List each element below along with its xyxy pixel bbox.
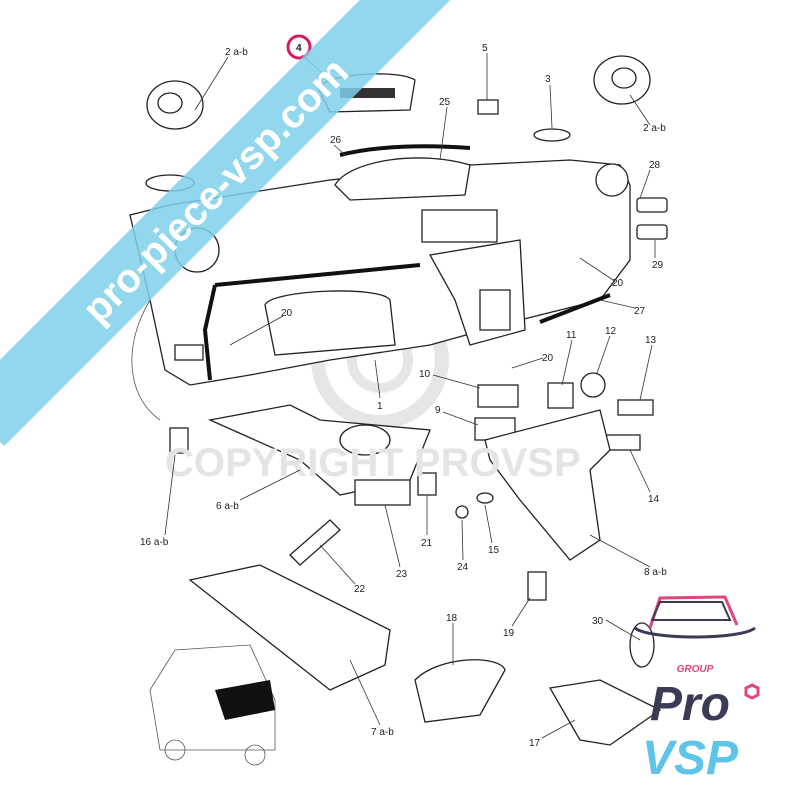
hex-nut-icon: [744, 683, 760, 700]
callout-6ab: 6 a-b: [216, 501, 239, 512]
bulb-24-part: [455, 505, 469, 519]
callout-17: 17: [529, 738, 541, 749]
bulb-15-part: [476, 492, 494, 504]
callout-30: 30: [592, 616, 604, 627]
callout-15: 15: [488, 545, 500, 556]
callout-25: 25: [439, 97, 451, 108]
callout-20-a: 20: [281, 308, 293, 319]
logo-vsp-text: VSP: [642, 732, 739, 785]
callout-12: 12: [605, 326, 617, 337]
callout-21: 21: [421, 538, 433, 549]
callout-4: 4: [296, 43, 302, 54]
switch-23-part: [354, 479, 411, 506]
callout-18: 18: [446, 613, 458, 624]
callout-26: 26: [330, 135, 342, 146]
part-16: [169, 427, 189, 454]
callout-23: 23: [396, 569, 408, 580]
logo-pro-text: Pro: [650, 678, 730, 731]
callout-labels: 2 a-b 4 5 3 25 26 2 a-b 28 29 20 20 27 1…: [140, 34, 667, 749]
provsp-logo: GROUP Pro VSP: [634, 595, 760, 785]
logo-group-text: GROUP: [677, 664, 714, 675]
callout-22: 22: [354, 584, 366, 595]
column-22-part: [289, 519, 341, 566]
callout-24: 24: [457, 562, 469, 573]
callout-20-c: 20: [542, 353, 554, 364]
callout-14: 14: [648, 494, 660, 505]
badge-28-part: [636, 197, 668, 213]
callout-11: 11: [566, 330, 577, 341]
callout-29: 29: [652, 260, 664, 271]
callout-1: 1: [377, 401, 383, 412]
copyright-text: COPYRIGHT PROVSP: [165, 441, 581, 485]
callout-27: 27: [634, 306, 646, 317]
callout-10: 10: [419, 369, 431, 380]
part-19: [527, 571, 547, 601]
callout-7ab: 7 a-b: [371, 727, 394, 738]
part-30: [629, 622, 655, 668]
callout-8ab: 8 a-b: [644, 567, 667, 578]
lower-panel-part: [188, 564, 391, 691]
dashboard-part: [129, 144, 631, 421]
switch-11-part: [547, 382, 574, 409]
callout-28: 28: [649, 160, 661, 171]
callout-3: 3: [545, 74, 551, 85]
switch-panel-part: [477, 384, 519, 408]
car-thumbnail: [149, 644, 276, 766]
badge-29-part: [636, 224, 668, 240]
tray-part: [414, 659, 506, 723]
callout-13: 13: [645, 335, 657, 346]
callout-9: 9: [435, 405, 441, 416]
highlight-circle: [286, 34, 312, 60]
cup-holder-part: [548, 679, 662, 746]
vent-right-part: [533, 55, 651, 142]
callout-2ab-right: 2 a-b: [643, 123, 666, 134]
switch-12-part: [580, 372, 606, 398]
callout-2ab-left: 2 a-b: [225, 47, 248, 58]
callout-5: 5: [482, 43, 488, 54]
callout-16ab: 16 a-b: [140, 537, 169, 548]
speaker-grille-part: [477, 99, 499, 115]
lighter-13-part: [617, 399, 654, 416]
callout-20-b: 20: [612, 278, 624, 289]
callout-19: 19: [503, 628, 515, 639]
